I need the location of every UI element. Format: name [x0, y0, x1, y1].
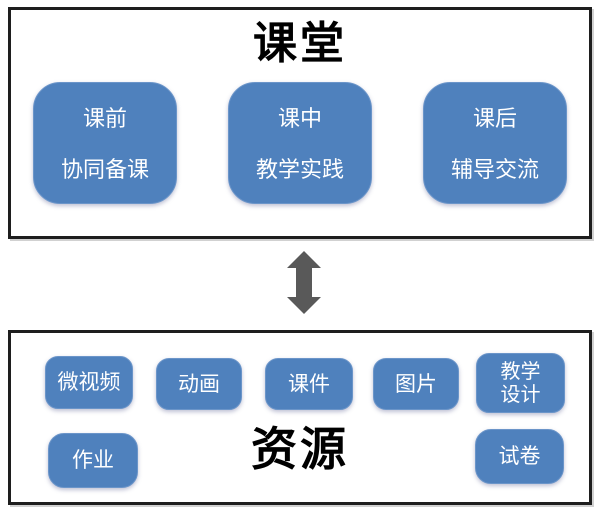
node-line: 教学	[500, 359, 541, 383]
node-line: 教学实践	[255, 158, 344, 184]
node-line: 课件	[288, 371, 330, 396]
node-line: 课中	[277, 107, 322, 133]
node-pictures: 图片	[373, 358, 459, 410]
node-test-paper: 试卷	[475, 429, 564, 484]
double-arrow-shape	[287, 251, 321, 314]
node-line: 动画	[178, 371, 220, 396]
node-before-class: 课前 协同备课	[33, 81, 177, 204]
node-line: 辅导交流	[450, 158, 539, 184]
classroom-node-row: 课前 协同备课 课中 教学实践 课后 辅导交流	[11, 81, 589, 204]
resources-panel: 资源 微视频 动画 课件 图片 教学 设计 作业 试卷	[8, 330, 592, 505]
node-micro-video: 微视频	[45, 356, 133, 409]
node-animation: 动画	[156, 358, 242, 410]
node-line: 作业	[72, 448, 114, 473]
node-line: 试卷	[498, 444, 541, 469]
node-line: 图片	[395, 371, 437, 396]
resources-title: 资源	[251, 422, 349, 476]
node-line: 课前	[82, 107, 127, 133]
classroom-title: 课堂	[253, 18, 347, 69]
node-line: 微视频	[57, 370, 121, 395]
node-line: 协同备课	[60, 158, 149, 184]
node-after-class: 课后 辅导交流	[423, 81, 567, 204]
node-line: 课后	[472, 107, 517, 133]
node-line: 设计	[500, 382, 541, 406]
node-teaching-design: 教学 设计	[476, 353, 565, 413]
classroom-panel: 课堂 课前 协同备课 课中 教学实践 课后 辅导交流	[8, 7, 592, 239]
node-during-class: 课中 教学实践	[228, 81, 372, 204]
double-arrow-icon	[286, 251, 322, 314]
node-homework: 作业	[48, 433, 138, 488]
node-courseware: 课件	[265, 358, 353, 410]
